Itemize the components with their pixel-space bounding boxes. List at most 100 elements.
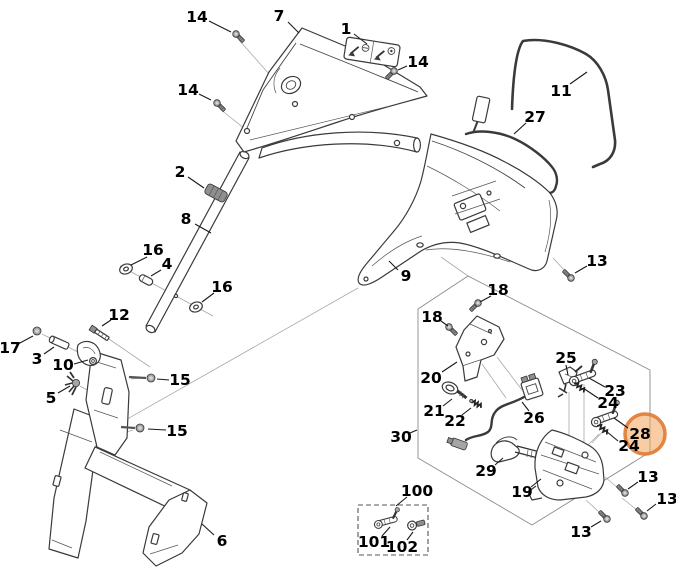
callout-15-15[interactable]: 15 — [169, 371, 191, 389]
callout-13-37[interactable]: 13 — [656, 490, 676, 508]
callout-27-20[interactable]: 27 — [524, 108, 546, 126]
part-17-nut — [32, 326, 42, 336]
callout-leader-21-25 — [442, 398, 453, 407]
part-24-spring-lower — [596, 422, 610, 436]
callout-leader-18-23 — [440, 320, 449, 327]
callout-15-16[interactable]: 15 — [166, 422, 188, 440]
callout-14-4[interactable]: 14 — [177, 81, 199, 99]
callout-leader-29-34 — [494, 457, 504, 466]
callout-leader-16-7 — [130, 256, 148, 266]
callout-leader-5-14 — [57, 385, 71, 394]
callout-leader-4-8 — [150, 269, 162, 277]
callout-13-36[interactable]: 13 — [637, 468, 659, 486]
callout-leader-101-40 — [381, 526, 391, 537]
callout-leader-28-31 — [613, 417, 629, 429]
part-9-lower-console — [357, 133, 558, 286]
callout-leader-16-9 — [201, 292, 215, 303]
callout-leader-15-15 — [156, 378, 170, 381]
callout-29-34[interactable]: 29 — [475, 462, 497, 480]
callout-leader-26-27 — [521, 401, 530, 412]
callout-5-14[interactable]: 5 — [46, 389, 57, 407]
part-25-latch — [557, 365, 583, 398]
callout-8-6[interactable]: 8 — [181, 210, 192, 228]
callout-18-23[interactable]: 18 — [421, 308, 443, 326]
part-13-screw-c — [633, 505, 650, 522]
callout-20-24[interactable]: 20 — [420, 369, 442, 387]
callout-100-39[interactable]: 100 — [401, 482, 434, 500]
part-1-safety-label — [343, 36, 401, 68]
callout-leader-6-17 — [201, 523, 215, 536]
callout-leader-14-0 — [208, 20, 232, 33]
callout-leader-3-12 — [43, 346, 55, 355]
assembly-box — [417, 275, 651, 526]
callout-14-3[interactable]: 14 — [407, 53, 429, 71]
callout-leader-24-32 — [605, 430, 619, 442]
callout-25-28[interactable]: 25 — [555, 349, 577, 367]
callout-102-41[interactable]: 102 — [386, 538, 418, 556]
callout-23-29[interactable]: 23 — [604, 382, 626, 400]
callout-3-12[interactable]: 3 — [32, 350, 43, 368]
callout-28-31[interactable]: 28 — [629, 425, 651, 443]
part-14-screw-a — [230, 28, 247, 45]
part-26-switch — [446, 373, 544, 451]
part-4-spacer — [138, 274, 154, 286]
callout-12-10[interactable]: 12 — [108, 306, 130, 324]
part-15-nut-lower — [135, 423, 145, 433]
callout-10-13[interactable]: 10 — [52, 356, 74, 374]
callout-leader-17-11 — [17, 335, 34, 345]
part-18-screw-a — [467, 297, 484, 314]
callout-4-8[interactable]: 4 — [162, 255, 173, 273]
callout-leader-25-28 — [565, 364, 569, 376]
callout-leader-15-16 — [147, 428, 167, 431]
part-22-spring-screw — [469, 398, 482, 409]
handle-mount-bracket — [85, 350, 147, 456]
callout-leader-2-5 — [187, 176, 205, 189]
callout-11-19[interactable]: 11 — [550, 82, 572, 100]
callout-7-1[interactable]: 7 — [274, 7, 285, 25]
callout-30-33[interactable]: 30 — [390, 428, 412, 446]
callout-14-0[interactable]: 14 — [186, 8, 208, 26]
part-16-washer-lower — [187, 299, 205, 315]
callout-24-30[interactable]: 24 — [597, 394, 619, 412]
callout-6-17[interactable]: 6 — [217, 532, 228, 550]
part-19-switch-housing — [527, 429, 605, 501]
callout-2-5[interactable]: 2 — [175, 163, 186, 181]
callout-9-18[interactable]: 9 — [401, 267, 412, 285]
kit-box — [357, 504, 429, 556]
callout-leader-7-1 — [287, 21, 300, 34]
callout-19-35[interactable]: 19 — [511, 483, 533, 501]
callout-101-40[interactable]: 101 — [358, 533, 390, 551]
callout-1-2[interactable]: 1 — [341, 20, 352, 38]
part-29-shift-lever — [490, 436, 543, 463]
callout-leader-9-18 — [388, 260, 399, 271]
callout-leader-19-35 — [530, 478, 542, 488]
callout-13-21[interactable]: 13 — [586, 252, 608, 270]
part-3-pin — [48, 335, 70, 350]
part-102-pin — [407, 519, 426, 531]
part-13-screw-b — [614, 482, 631, 499]
callout-24-32[interactable]: 24 — [618, 437, 640, 455]
callout-leader-18-22 — [479, 295, 492, 303]
callout-leader-10-13 — [73, 359, 89, 365]
callout-leader-102-41 — [406, 531, 414, 541]
callout-13-38[interactable]: 13 — [570, 523, 592, 541]
callout-leader-20-24 — [441, 361, 458, 373]
callout-leader-8-6 — [194, 223, 212, 234]
callout-leader-23-29 — [588, 377, 606, 388]
callout-16-7[interactable]: 16 — [142, 241, 164, 259]
callout-17-11[interactable]: 17 — [0, 339, 21, 357]
part-21-bolt — [441, 381, 468, 400]
callout-16-9[interactable]: 16 — [211, 278, 233, 296]
callout-leader-13-36 — [627, 481, 639, 490]
callout-leader-13-21 — [574, 265, 588, 274]
callout-18-22[interactable]: 18 — [487, 281, 509, 299]
callout-26-27[interactable]: 26 — [523, 409, 545, 427]
upper-handle-tube — [258, 131, 422, 159]
callout-22-26[interactable]: 22 — [444, 412, 466, 430]
part-101-trigger-pin — [370, 505, 404, 531]
callout-leader-27-20 — [513, 122, 527, 135]
callout-21-25[interactable]: 21 — [423, 402, 445, 420]
part-14-screw-b — [211, 97, 228, 114]
